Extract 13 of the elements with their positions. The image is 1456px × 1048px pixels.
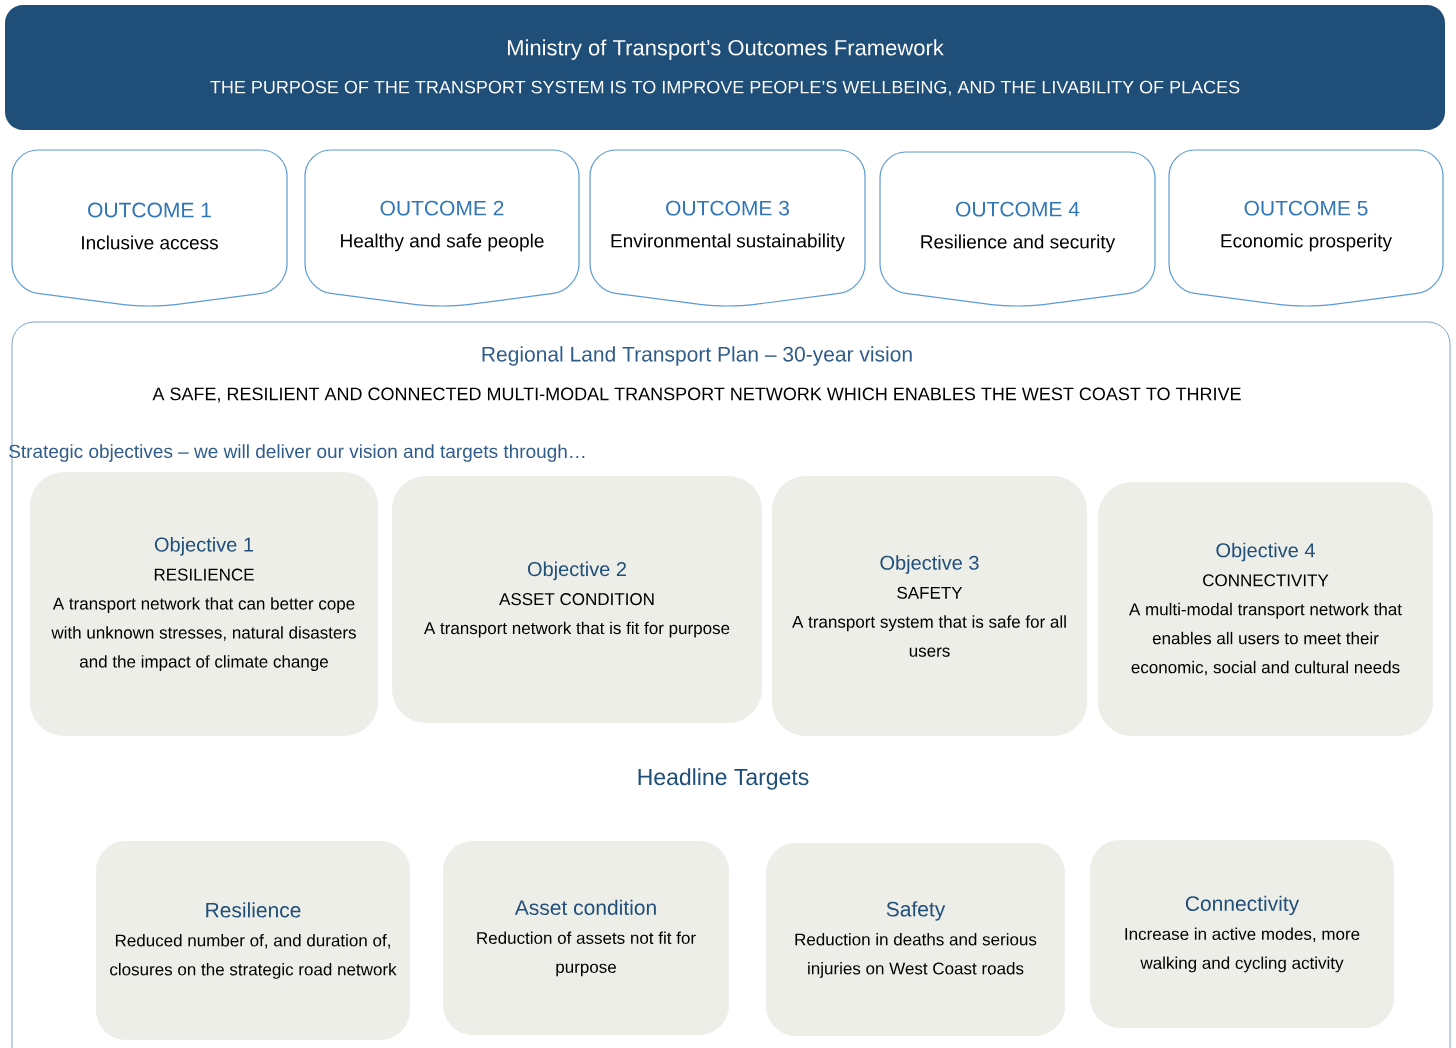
objective-box: Objective 4 CONNECTIVITY A multi-modal transport network that enables all users to meet their economic, social and cultural needs (1098, 482, 1433, 736)
panel-title: Regional Land Transport Plan – 30-year vision (482, 346, 912, 366)
title-banner: Ministry of Transport’s Outcomes Framework THE PURPOSE OF THE TRANSPORT SYSTEM IS TO IMPROVE PEOPLE’S WELLBEING, AND THE LIVABILITY OF PLACES (5, 5, 1445, 130)
objective-box: Objective 2 ASSET CONDITION A transport network that is fit for purpose (392, 476, 762, 723)
objective-box: Objective 3 SAFETY A transport system that is safe for all users (772, 476, 1087, 736)
vision-statement: A SAFE, RESILIENT AND CONNECTED MULTI-MODAL TRANSPORT NETWORK WHICH ENABLES THE WEST COAST TO THRIVE (152, 387, 1241, 403)
target-box: Safety Reduction in deaths and serious injuries on West Coast roads (766, 843, 1065, 1036)
target-box: Connectivity Increase in active modes, more walking and cycling activity (1090, 840, 1394, 1028)
section-heading: Strategic objectives – we will deliver our vision and targets through… (9, 444, 585, 462)
objective-box: Objective 1 RESILIENCE A transport network that can better cope with unknown stresses, natural disasters and the impact of climate change (30, 472, 378, 736)
target-box: Asset condition Reduction of assets not fit for purpose (443, 841, 729, 1035)
target-box: Resilience Reduced number of, and duration of, closures on the strategic road network (96, 841, 410, 1040)
section-heading: Headline Targets (638, 768, 809, 790)
